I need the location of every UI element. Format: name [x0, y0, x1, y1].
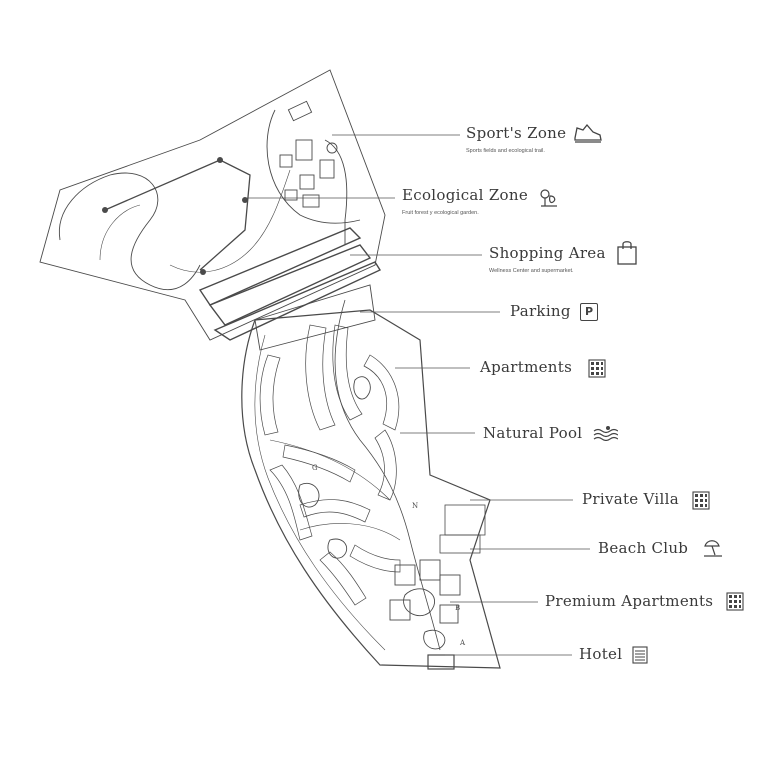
apartment-row	[363, 354, 400, 431]
apartment-row	[259, 354, 281, 436]
beach-club-label: Beach Club	[598, 539, 689, 557]
map-letter-b: B	[455, 604, 460, 612]
sports-building	[299, 174, 315, 190]
pool-waves-icon	[593, 426, 618, 441]
natural-pool	[403, 588, 436, 617]
natural-pool	[327, 538, 348, 559]
parking-lot	[254, 284, 376, 351]
apartment-row	[319, 551, 367, 606]
hotel-block	[427, 654, 455, 670]
apartment-row	[282, 444, 356, 483]
shopping-area-sub: Wellness Center and supermarket.	[489, 268, 574, 274]
map-letter-g: G	[312, 464, 318, 472]
apartment-row	[269, 464, 313, 541]
northern-boundary	[39, 69, 386, 341]
trail-loop	[109, 172, 201, 291]
building-icon	[692, 491, 710, 510]
premium-block	[389, 599, 411, 621]
apartment-row	[332, 324, 363, 421]
natural-pool-label: Natural Pool	[483, 424, 583, 442]
map-letter-a: A	[459, 639, 466, 647]
sports-building	[279, 154, 293, 168]
trail-path-2	[104, 159, 221, 211]
map-letter-n: N	[412, 502, 418, 510]
beach-club-block	[439, 534, 481, 554]
shopping-block	[208, 244, 372, 326]
trail-path	[199, 159, 251, 271]
central-boulevard	[334, 299, 441, 651]
villa-block	[444, 504, 486, 536]
trail-loop-2	[58, 174, 111, 241]
premium-apartments-label: Premium Apartments	[545, 592, 714, 610]
sports-building	[302, 194, 320, 208]
shopping-bag-icon	[617, 241, 637, 265]
shopping-area-label: Shopping Area	[489, 244, 606, 262]
residential-boundary	[241, 309, 501, 669]
sports-road	[324, 139, 348, 245]
shopping-block	[198, 227, 362, 306]
building-icon	[726, 592, 744, 611]
premium-block	[439, 604, 459, 624]
sports-building	[287, 100, 313, 122]
trail-arc	[169, 169, 291, 273]
sports-zone-label: Sport's Zone	[466, 124, 567, 142]
sports-building	[319, 159, 335, 179]
trail-inner	[99, 204, 141, 261]
hotel-icon	[632, 646, 648, 664]
building-icon	[588, 359, 606, 378]
premium-block	[419, 559, 441, 581]
apartments-label: Apartments	[480, 358, 573, 376]
parking-label: Parking	[510, 302, 571, 320]
sports-building	[295, 139, 313, 161]
ecological-zone-sub: Fruit forest y ecological garden.	[402, 210, 479, 216]
cross-road	[269, 439, 391, 501]
natural-pool	[353, 376, 371, 400]
premium-block	[439, 574, 461, 596]
residential-inner	[254, 334, 386, 651]
sports-roundabout	[326, 142, 338, 154]
sports-zone-sub: Sports fields and ecological trail.	[466, 148, 545, 154]
apartment-row	[374, 429, 397, 501]
sports-road-2	[266, 109, 361, 224]
beach-umbrella-icon	[704, 540, 722, 557]
sports-building	[284, 189, 298, 201]
premium-block	[394, 564, 416, 586]
hotel-label: Hotel	[579, 645, 623, 663]
ecological-zone-label: Ecological Zone	[402, 186, 529, 204]
parking-icon-text: P	[584, 305, 594, 318]
natural-pool	[298, 482, 320, 508]
shopping-block	[213, 261, 382, 341]
parking-icon: P	[580, 303, 598, 321]
plant-icon	[540, 189, 557, 207]
apartment-row	[349, 544, 401, 573]
apartment-row	[299, 499, 371, 523]
apartment-row	[305, 324, 336, 431]
cross-road-2	[299, 523, 401, 541]
sneaker-icon	[574, 123, 602, 143]
natural-pool	[423, 629, 446, 650]
private-villa-label: Private Villa	[582, 490, 679, 508]
